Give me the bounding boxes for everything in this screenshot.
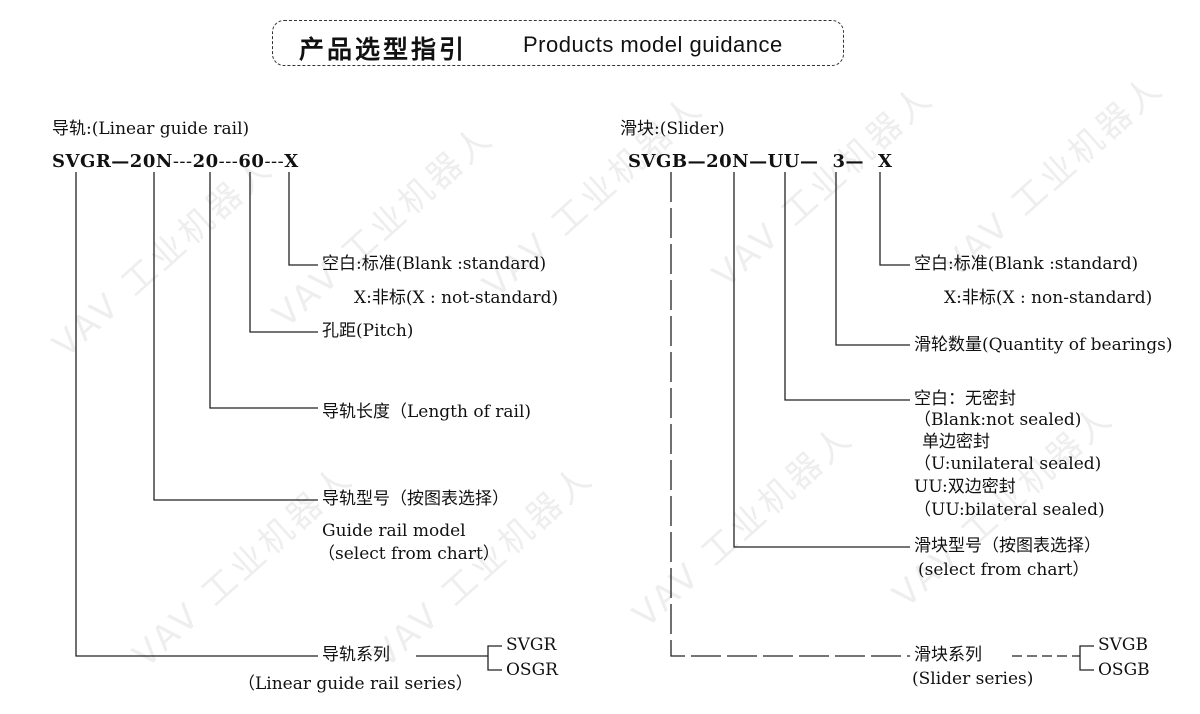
rail-model-code: SVGR—20N---20---60---X [52, 153, 299, 171]
connector-slider-bearings [835, 172, 910, 346]
separator: — [111, 151, 130, 172]
separator: — [845, 151, 865, 172]
slider-label-seal-u-cn: 单边密封 [922, 432, 990, 452]
slider-label-seal-blank-cn: 空白：无密封 [914, 389, 1016, 409]
connector-slider-series [670, 172, 910, 657]
slider-model-code: SVGB—20N—UU—3—X [628, 153, 892, 171]
slider-label-series-cn: 滑块系列 [914, 645, 982, 665]
rail-label-blank-standard: 空白:标准(Blank :standard) [322, 254, 547, 274]
slider-label-seal-uu-en: （UU:bilateral sealed) [914, 500, 1105, 520]
rail-label-series-en: （Linear guide rail series） [238, 674, 473, 694]
slider-model-seal-code: UU [767, 151, 800, 172]
rail-series-option: SVGR [506, 635, 557, 655]
rail-label-not-standard: X:非标(X : not-standard) [354, 288, 559, 308]
slider-label-model-cn: 滑块型号（按图表选择） [914, 536, 1101, 556]
slider-label-seal-uu-cn: UU:双边密封 [914, 477, 1016, 497]
bracket-rail-series [487, 645, 502, 671]
slider-model-standard-code: X [878, 151, 893, 172]
slider-label-non-standard: X:非标(X : non-standard) [944, 288, 1153, 308]
separator: — [687, 151, 707, 172]
slider-series-option: SVGB [1098, 635, 1148, 655]
rail-heading: 导轨:(Linear guide rail) [52, 119, 250, 139]
connector-rail-length [209, 172, 318, 409]
slider-model-size-code: 20N [706, 151, 750, 172]
rail-model-size-code: 20N [129, 151, 173, 172]
slider-model-series-code: SVGB [628, 151, 688, 172]
slider-label-select: (select from chart） [918, 560, 1090, 580]
rail-model-length-code: 60 [238, 151, 265, 172]
slider-label-series-en: (Slider series) [912, 669, 1034, 689]
connector-slider-seal [784, 172, 910, 401]
connector-slider-model [733, 172, 910, 548]
connector-rail-pitch [249, 172, 318, 333]
connector-rail-model [153, 172, 318, 501]
separator: — [799, 151, 819, 172]
connector-slider-x [879, 172, 910, 266]
rail-series-option: OSGR [506, 660, 558, 680]
separator: --- [264, 151, 285, 172]
slider-model-bearings-code: 3 [832, 151, 846, 172]
slider-heading: 滑块:(Slider) [620, 119, 725, 139]
separator: --- [218, 151, 239, 172]
slider-label-blank-standard: 空白:标准(Blank :standard) [914, 254, 1139, 274]
connector-rail-series [75, 172, 318, 657]
rail-model-series-code: SVGR [52, 151, 112, 172]
bracket-slider-series [1079, 645, 1094, 671]
rail-model-pitch-code: 20 [192, 151, 219, 172]
rail-label-length: 导轨长度（Length of rail) [322, 402, 532, 422]
slider-label-seal-u-en: （U:unilateral sealed) [914, 454, 1102, 474]
slider-label-seal-blank-en: （Blank:not sealed) [914, 410, 1082, 430]
rail-model-standard-code: X [284, 151, 299, 172]
rail-label-model-cn: 导轨型号（按图表选择） [322, 489, 509, 509]
rail-label-series-cn: 导轨系列 [322, 645, 390, 665]
slider-series-option: OSGB [1098, 660, 1150, 680]
title-en: Products model guidance [523, 32, 783, 57]
connector-rail-x [288, 172, 318, 266]
title-box: 产品选型指引 Products model guidance [272, 20, 844, 66]
rail-label-pitch: 孔距(Pitch) [322, 321, 414, 341]
separator: --- [172, 151, 193, 172]
rail-label-model-en: Guide rail model [322, 521, 466, 541]
title-cn: 产品选型指引 [299, 35, 468, 64]
rail-label-select: （select from chart） [318, 544, 500, 564]
slider-label-bearings: 滑轮数量(Quantity of bearings) [914, 335, 1173, 355]
separator: — [749, 151, 768, 172]
